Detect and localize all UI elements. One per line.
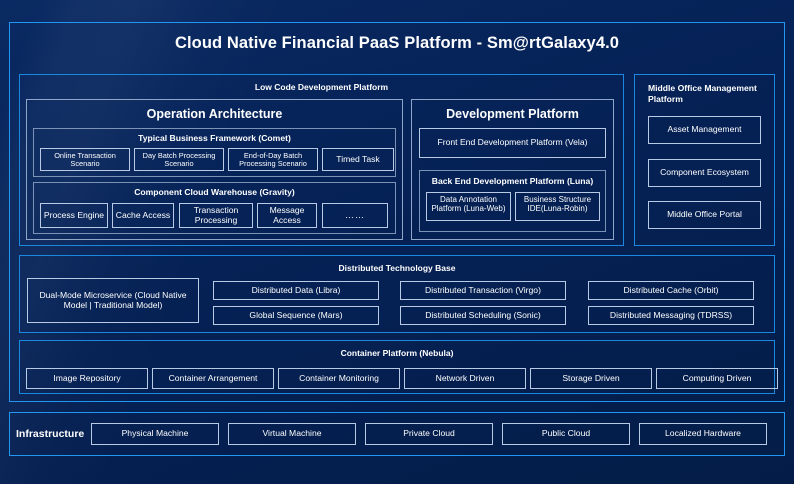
- chip-middle-office-portal[interactable]: Middle Office Portal: [648, 201, 761, 229]
- chip-computing-driven[interactable]: Computing Driven: [656, 368, 778, 389]
- chip-more-components[interactable]: ……: [322, 203, 388, 228]
- infrastructure-label: Infrastructure: [16, 428, 85, 440]
- chip-distributed-scheduling[interactable]: Distributed Scheduling (Sonic): [400, 306, 566, 325]
- typical-business-framework-header: Typical Business Framework (Comet): [138, 133, 291, 143]
- page-title: Cloud Native Financial PaaS Platform - S…: [174, 34, 620, 52]
- chip-virtual-machine[interactable]: Virtual Machine: [228, 423, 356, 445]
- chip-day-batch-processing-scenario[interactable]: Day Batch Processing Scenario: [134, 148, 224, 171]
- chip-storage-driven[interactable]: Storage Driven: [530, 368, 652, 389]
- back-end-development-platform-header: Back End Development Platform (Luna): [431, 176, 594, 186]
- chip-public-cloud[interactable]: Public Cloud: [502, 423, 630, 445]
- chip-container-monitoring[interactable]: Container Monitoring: [278, 368, 400, 389]
- chip-distributed-messaging[interactable]: Distributed Messaging (TDRSS): [588, 306, 754, 325]
- operation-architecture-box: [26, 99, 403, 240]
- development-platform-box: [411, 99, 614, 240]
- chip-timed-task[interactable]: Timed Task: [322, 148, 394, 171]
- chip-network-driven[interactable]: Network Driven: [404, 368, 526, 389]
- chip-online-transaction-scenario[interactable]: Online Transaction Scenario: [40, 148, 130, 171]
- chip-cache-access[interactable]: Cache Access: [112, 203, 174, 228]
- chip-message-access[interactable]: Message Access: [257, 203, 317, 228]
- chip-process-engine[interactable]: Process Engine: [40, 203, 108, 228]
- component-cloud-warehouse-header: Component Cloud Warehouse (Gravity): [134, 187, 295, 197]
- low-code-platform-panel: [19, 74, 624, 246]
- distributed-base-header: Distributed Technology Base: [338, 263, 456, 273]
- platform-frame: [9, 22, 785, 402]
- chip-localized-hardware[interactable]: Localized Hardware: [639, 423, 767, 445]
- chip-business-structure-ide[interactable]: Business Structure IDE(Luna-Robin): [515, 192, 600, 221]
- development-platform-header: Development Platform: [446, 107, 579, 121]
- chip-dual-mode-microservice[interactable]: Dual-Mode Microservice (Cloud Native Mod…: [27, 278, 199, 323]
- component-cloud-warehouse-box: [33, 182, 396, 234]
- low-code-platform-header: Low Code Development Platform: [254, 82, 389, 92]
- middle-office-header: Middle Office Management Platform: [648, 83, 757, 104]
- container-platform-header: Container Platform (Nebula): [340, 348, 454, 358]
- chip-end-of-day-batch-processing-scenario[interactable]: End-of-Day Batch Processing Scenario: [228, 148, 318, 171]
- chip-private-cloud[interactable]: Private Cloud: [365, 423, 493, 445]
- container-platform-panel: [19, 340, 775, 394]
- distributed-base-panel: [19, 255, 775, 333]
- chip-image-repository[interactable]: Image Repository: [26, 368, 148, 389]
- operation-architecture-header: Operation Architecture: [146, 107, 283, 121]
- chip-global-sequence[interactable]: Global Sequence (Mars): [213, 306, 379, 325]
- chip-asset-management[interactable]: Asset Management: [648, 116, 761, 144]
- chip-distributed-cache[interactable]: Distributed Cache (Orbit): [588, 281, 754, 300]
- typical-business-framework-box: [33, 128, 396, 177]
- chip-data-annotation-platform[interactable]: Data Annotation Platform (Luna-Web): [426, 192, 511, 221]
- back-end-development-platform-box: [419, 170, 606, 232]
- middle-office-panel: [634, 74, 775, 246]
- chip-transaction-processing[interactable]: Transaction Processing: [179, 203, 253, 228]
- chip-component-ecosystem[interactable]: Component Ecosystem: [648, 159, 761, 187]
- chip-container-arrangement[interactable]: Container Arrangement: [152, 368, 274, 389]
- chip-front-end-development-platform[interactable]: Front End Development Platform (Vela): [419, 128, 606, 158]
- chip-distributed-data[interactable]: Distributed Data (Libra): [213, 281, 379, 300]
- chip-physical-machine[interactable]: Physical Machine: [91, 423, 219, 445]
- infrastructure-frame: [9, 412, 785, 456]
- chip-distributed-transaction[interactable]: Distributed Transaction (Virgo): [400, 281, 566, 300]
